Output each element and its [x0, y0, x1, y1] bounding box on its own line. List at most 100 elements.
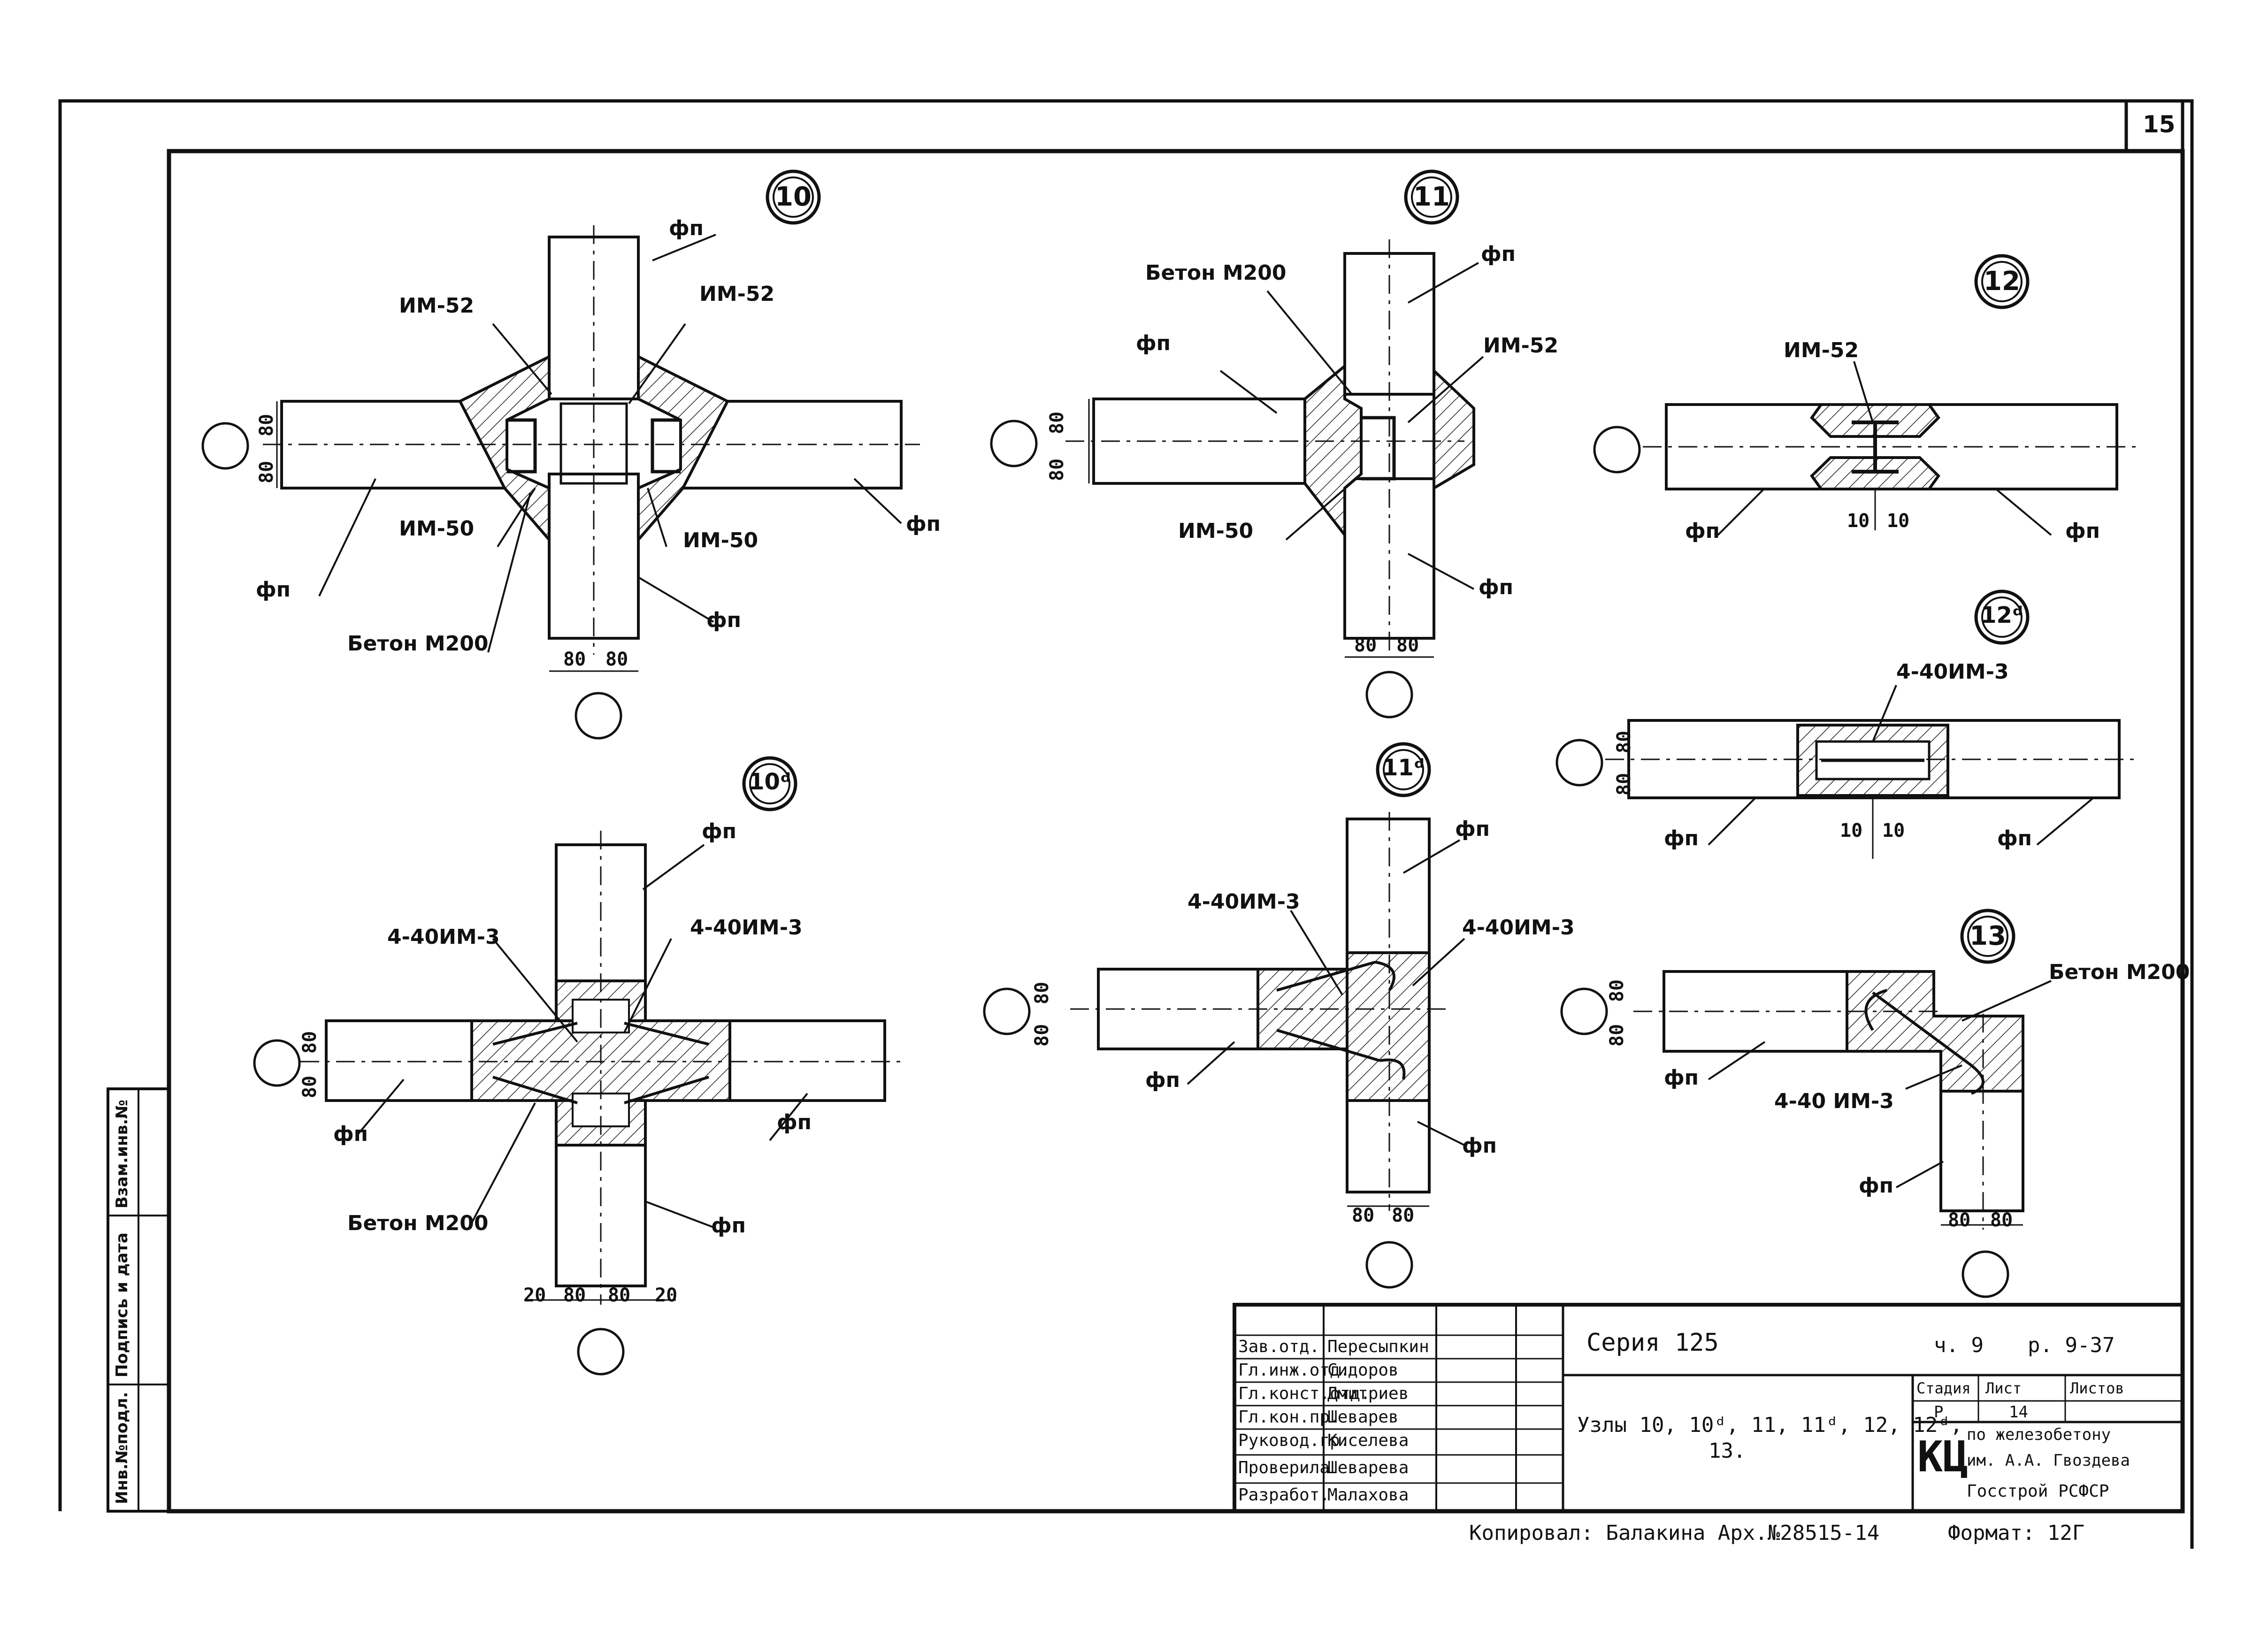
tb-title-line1: Узлы 10, 10ᵈ, 11, 11ᵈ, 12, 12ᵈ,: [1577, 1413, 1963, 1437]
label-im52: ИМ-52: [1784, 338, 1859, 362]
label-fp: фп: [711, 1214, 746, 1238]
label-im52: ИМ-52: [399, 294, 475, 318]
tb-name: Дмитриев: [1327, 1384, 1409, 1403]
tb-title-line2: 13.: [1709, 1439, 1746, 1463]
label-fp: фп: [2065, 519, 2100, 543]
tb-stage-head: Стадия: [1916, 1379, 1971, 1397]
label-fp: фп: [1455, 817, 1490, 841]
sheet-number: 15: [2143, 111, 2176, 138]
label-fp: фп: [1685, 519, 1720, 543]
node-13-geometry: [1560, 909, 2052, 1298]
dim-80: 80: [1606, 1024, 1628, 1047]
label-concrete: Бетон М200: [347, 632, 489, 656]
dim-80: 80: [1046, 458, 1068, 481]
label-im3: 4-40ИМ-3: [1462, 916, 1575, 940]
node-label-13: 13: [1969, 921, 2006, 951]
tb-org-logo: КЦ: [1917, 1432, 1969, 1482]
label-im3: 4-40ИМ-3: [690, 916, 803, 940]
tb-name: Сидоров: [1327, 1361, 1399, 1380]
label-fp: фп: [777, 1110, 812, 1134]
label-im3: 4-40ИМ-3: [1896, 660, 2009, 684]
title-block-grid: [1233, 1303, 2184, 1513]
tb-name: Шеварева: [1327, 1458, 1409, 1477]
label-fp: фп: [706, 608, 742, 632]
tb-series: Серия 125: [1586, 1329, 1719, 1357]
tb-role: Гл.кон.пр.: [1238, 1407, 1340, 1427]
dim-80: 80: [1948, 1209, 1971, 1231]
dim-20: 20: [655, 1285, 678, 1306]
dim-80: 80: [256, 460, 277, 483]
label-im50: ИМ-50: [683, 528, 759, 552]
tb-name: Киселева: [1327, 1431, 1409, 1450]
dim-80: 80: [299, 1075, 321, 1098]
node-label-10: 10: [775, 182, 812, 212]
label-fp: фп: [256, 578, 291, 602]
node-12a-geometry: [1555, 589, 2140, 859]
tb-role: Проверила: [1238, 1458, 1330, 1477]
node-label-12a: 12ᵈ: [1981, 602, 2023, 628]
label-fp: фп: [1481, 242, 1516, 266]
tb-org-line2: им. А.А. Гвоздева: [1967, 1451, 2130, 1470]
dim-10: 10: [1840, 820, 1863, 841]
label-im50: ИМ-50: [399, 517, 475, 541]
label-concrete: Бетон М200: [2049, 960, 2190, 984]
tb-stage: Р: [1934, 1403, 1944, 1422]
dim-10: 10: [1882, 820, 1905, 841]
tb-sheets-head: Листов: [2070, 1379, 2124, 1397]
tb-role: Руковод.гр.: [1238, 1431, 1350, 1450]
node-label-10a: 10ᵈ: [749, 769, 791, 795]
label-fp: фп: [1664, 1066, 1699, 1090]
tb-name: Шеварев: [1327, 1407, 1399, 1427]
node-10a-geometry: [253, 756, 901, 1376]
label-im3: 4-40ИМ-3: [387, 925, 500, 949]
node-label-11a: 11ᵈ: [1382, 755, 1425, 781]
stamp-inv-podl: Инв.№подл.: [113, 1392, 131, 1504]
dim-80: 80: [1352, 1205, 1375, 1226]
node-label-12: 12: [1984, 266, 2020, 297]
label-fp: фп: [1136, 331, 1171, 355]
stamp-signature-date: Подпись и дата: [113, 1232, 131, 1377]
dim-80: 80: [563, 649, 586, 670]
dim-80: 80: [605, 649, 628, 670]
dim-80: 80: [1606, 979, 1628, 1002]
node-11-geometry: [990, 169, 1484, 719]
label-fp: фп: [333, 1122, 368, 1146]
tb-sheet-no: 14: [2009, 1403, 2028, 1422]
dim-80: 80: [256, 413, 277, 436]
dim-80: 80: [1396, 635, 1419, 656]
dim-10: 10: [1847, 510, 1870, 532]
dim-10: 10: [1887, 510, 1910, 532]
label-im52: ИМ-52: [1483, 334, 1559, 358]
label-fp: фп: [906, 512, 941, 536]
label-im3: 4-40ИМ-3: [1188, 890, 1300, 914]
dim-80: 80: [1354, 635, 1377, 656]
tb-name: Малахова: [1327, 1485, 1409, 1505]
label-fp: фп: [1462, 1134, 1497, 1158]
tb-role: Зав.отд.: [1238, 1337, 1320, 1356]
tb-page-ref: р. 9-37: [2028, 1333, 2115, 1357]
footer-format: Формат: 12Г: [1948, 1521, 2085, 1545]
node-10-geometry: [201, 169, 920, 740]
label-im50: ИМ-50: [1178, 519, 1254, 543]
label-fp: фп: [1859, 1174, 1894, 1198]
label-im3b: 4-40 ИМ-3: [1774, 1089, 1894, 1113]
dim-80: 80: [1392, 1205, 1415, 1226]
label-fp: фп: [702, 819, 737, 843]
node-label-11: 11: [1413, 182, 1450, 212]
tb-org-line1: по железобетону: [1967, 1425, 2111, 1444]
dim-20: 20: [523, 1285, 546, 1306]
node-11a-geometry: [983, 742, 1465, 1289]
dim-80: 80: [1613, 730, 1635, 753]
dim-80: 80: [1031, 1024, 1053, 1047]
dim-80: 80: [1046, 411, 1068, 434]
tb-role: Разработ.: [1238, 1485, 1330, 1505]
tb-name: Пересыпкин: [1327, 1337, 1429, 1356]
stamp-vzam-inv: Взам.инв.№: [113, 1100, 131, 1208]
label-im52: ИМ-52: [699, 282, 775, 306]
dim-80: 80: [299, 1031, 321, 1054]
label-concrete: Бетон М200: [1145, 261, 1287, 285]
dim-80: 80: [1613, 772, 1635, 795]
node-12-geometry: [1593, 254, 2140, 536]
dim-80: 80: [563, 1285, 586, 1306]
